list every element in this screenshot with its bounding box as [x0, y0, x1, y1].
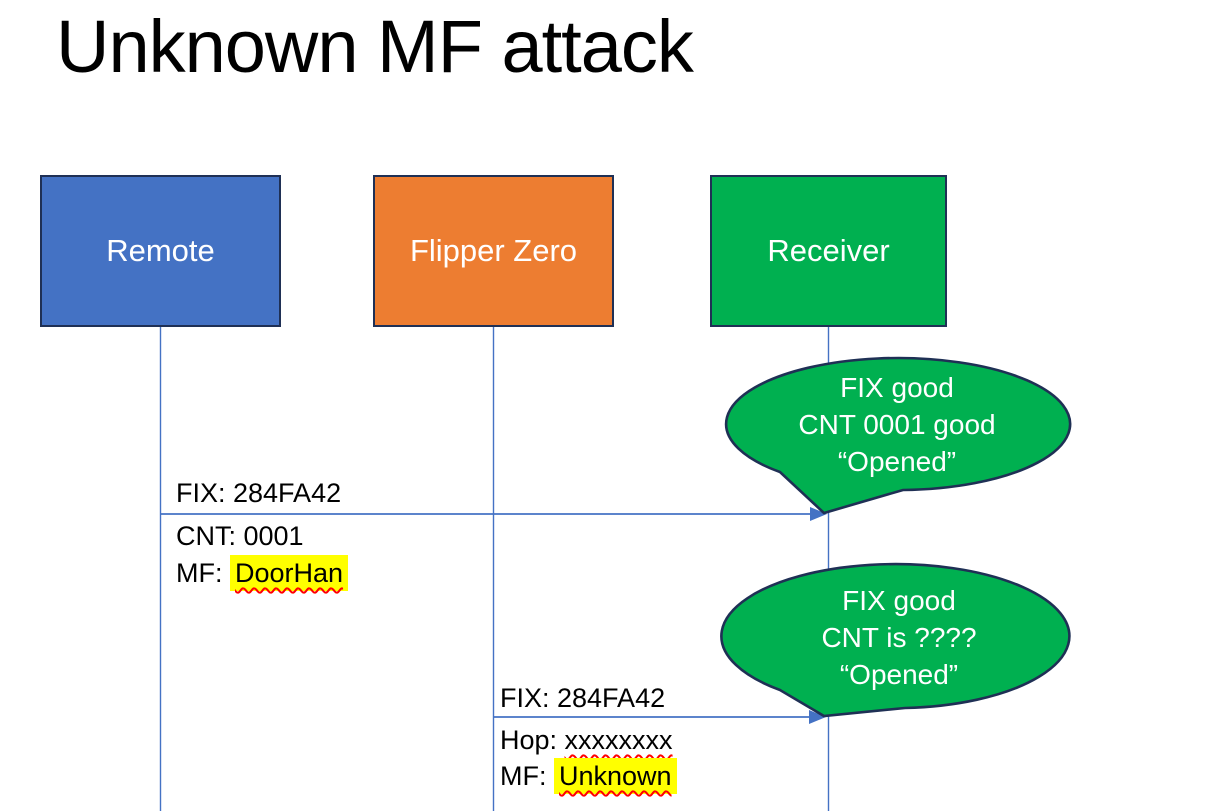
speech-bubble-2-text: FIX good CNT is ???? “Opened”	[727, 567, 1071, 707]
actor-label-remote: Remote	[106, 233, 215, 268]
bubble-1-line-1: FIX good	[840, 371, 954, 403]
message-2-mf-prefix: MF:	[500, 761, 554, 791]
bubble-2-line-1: FIX good	[842, 584, 956, 616]
speech-bubble-1	[724, 356, 1072, 515]
message-1-mf-value-highlighted: DoorHan	[230, 555, 349, 591]
message-1-line-3: MF: DoorHan	[176, 555, 349, 591]
actor-label-receiver: Receiver	[767, 233, 890, 268]
message-1-line-2: CNT: 0001	[176, 521, 304, 551]
message-2-line-2: Hop: xxxxxxxx	[500, 724, 673, 756]
message-arrow-1-head	[810, 507, 827, 521]
message-2-mf-value-highlighted: Unknown	[554, 758, 677, 794]
speech-bubble-1-text: FIX good CNT 0001 good “Opened”	[727, 360, 1067, 488]
slide-title: Unknown MF attack	[56, 5, 694, 88]
message-2-hop-prefix: Hop:	[500, 725, 565, 755]
message-1-mf-prefix: MF:	[176, 558, 230, 588]
message-2-line-3: MF: Unknown	[500, 758, 677, 794]
actor-box-receiver: Receiver	[710, 175, 947, 327]
message-2-hop-value-underlined: xxxxxxxx	[564, 725, 673, 755]
actor-box-flipper-zero: Flipper Zero	[373, 175, 614, 327]
bubble-1-line-3: “Opened”	[837, 445, 957, 477]
bubble-1-line-2: CNT 0001 good	[798, 408, 996, 440]
speech-bubble-2	[720, 562, 1071, 718]
message-1-line-1: FIX: 284FA42	[176, 478, 342, 508]
message-arrow-2-head	[809, 710, 826, 724]
bubble-2-line-2: CNT is ????	[821, 621, 977, 653]
bubble-2-line-3: “Opened”	[839, 658, 959, 690]
actor-box-remote: Remote	[40, 175, 281, 327]
message-2-line-1: FIX: 284FA42	[500, 683, 666, 713]
actor-label-flipper-zero: Flipper Zero	[409, 233, 578, 268]
